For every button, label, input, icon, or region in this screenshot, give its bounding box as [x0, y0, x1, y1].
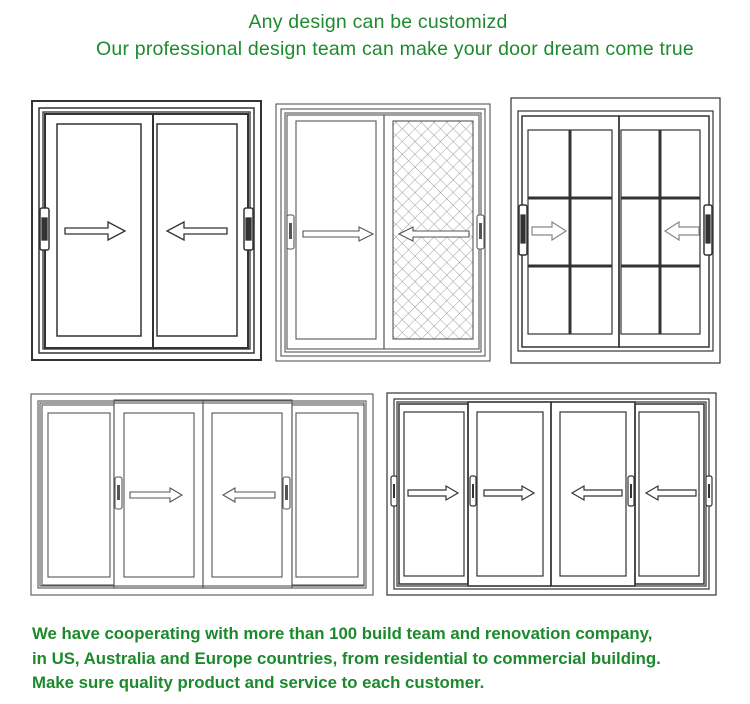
arrow-right-icon	[129, 487, 184, 503]
handle-icon	[243, 207, 254, 251]
handle-icon	[469, 475, 477, 507]
arrow-left-icon	[397, 226, 470, 242]
door-four-panel-center-open	[30, 393, 374, 596]
door-two-panel-dark-frame	[31, 100, 262, 361]
header-line-2: Our professional design team can make yo…	[96, 38, 694, 60]
arrow-right-icon	[531, 220, 568, 242]
handle-icon	[703, 204, 713, 256]
door-four-panel-all-sliding	[386, 392, 717, 596]
door-two-panel-grid	[510, 97, 721, 364]
handle-icon	[390, 475, 398, 507]
handle-icon	[39, 207, 50, 251]
arrow-left-icon	[644, 484, 697, 502]
arrow-right-icon	[302, 226, 375, 242]
footer-line-1: We have cooperating with more than 100 b…	[32, 624, 653, 643]
header-line-1: Any design can be customizd	[248, 11, 508, 33]
handle-icon	[627, 475, 635, 507]
handle-icon	[286, 214, 295, 250]
door-two-panel-with-screen	[275, 103, 491, 362]
arrow-left-icon	[221, 487, 276, 503]
arrow-left-icon	[663, 220, 700, 242]
handle-icon	[518, 204, 528, 256]
handle-icon	[705, 475, 713, 507]
arrow-right-icon	[483, 484, 536, 502]
handle-icon	[476, 214, 485, 250]
footer-line-2: in US, Australia and Europe countries, f…	[32, 649, 661, 668]
arrow-left-icon	[165, 220, 228, 242]
footer-line-3: Make sure quality product and service to…	[32, 673, 485, 692]
handle-icon	[282, 476, 291, 510]
handle-icon	[114, 476, 123, 510]
arrow-left-icon	[570, 484, 623, 502]
arrow-right-icon	[64, 220, 127, 242]
arrow-right-icon	[407, 484, 460, 502]
